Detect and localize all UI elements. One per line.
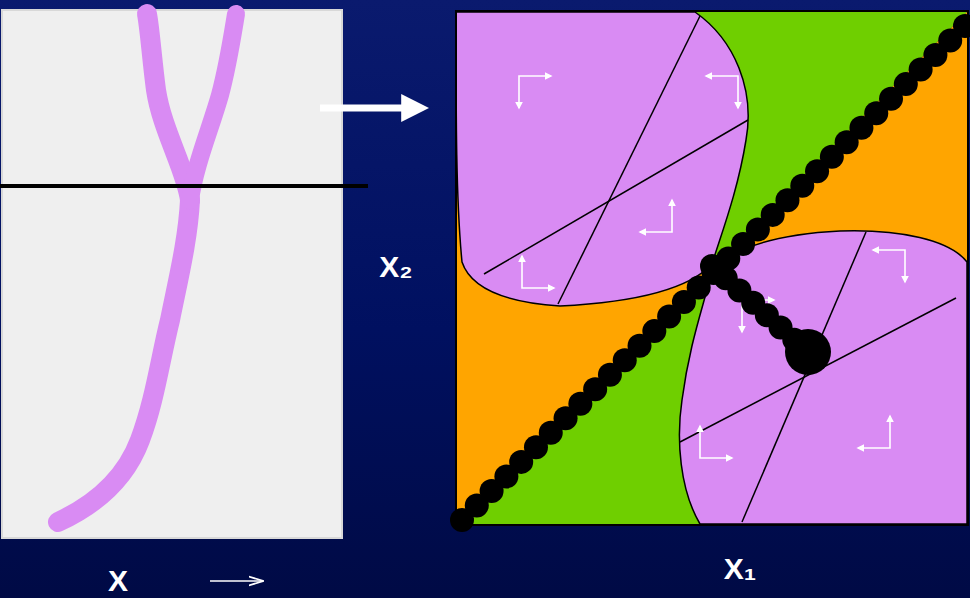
bifurcation-branch	[58, 14, 236, 522]
flow-arrow	[873, 250, 905, 282]
phase-square	[456, 11, 968, 525]
mapping-arrow	[320, 105, 418, 112]
separatrix	[484, 16, 956, 522]
basin-lobe	[679, 231, 967, 524]
basin-lobe	[456, 12, 748, 306]
axis-label: X₂	[379, 250, 412, 283]
flow-arrow	[700, 426, 732, 458]
flow-arrow	[522, 256, 554, 288]
flow-arrow	[858, 416, 890, 448]
fixed-point-bead	[953, 14, 970, 38]
fixed-point-bead	[785, 329, 831, 375]
flow-arrow	[519, 76, 551, 108]
axis-arrow	[210, 580, 262, 582]
flow-arrow	[640, 200, 672, 232]
bifurcation-panel	[2, 10, 342, 538]
axis-label: X	[108, 564, 128, 597]
axis-label: X₁	[724, 552, 756, 585]
section-line	[0, 184, 368, 188]
flow-arrow	[706, 76, 738, 108]
